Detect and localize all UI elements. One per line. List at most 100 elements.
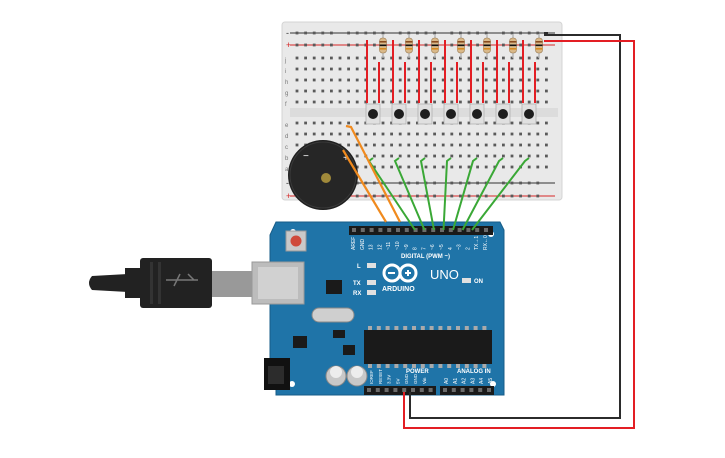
resistor-band bbox=[535, 44, 543, 47]
rail-hole bbox=[476, 181, 479, 185]
hole bbox=[502, 89, 505, 93]
hole bbox=[373, 165, 376, 169]
arduino-uno-board[interactable]: L TX RX ON UNO ARDUINO DIGITAL (PWM ~) A… bbox=[89, 221, 505, 396]
hole bbox=[321, 100, 325, 104]
rail-hole bbox=[467, 43, 471, 47]
hole bbox=[484, 89, 488, 93]
board-brand: ARDUINO bbox=[382, 286, 415, 293]
chip-pin bbox=[438, 364, 443, 368]
hole bbox=[355, 143, 359, 147]
rail-hole bbox=[355, 43, 359, 47]
hole bbox=[424, 132, 428, 136]
hole bbox=[545, 100, 548, 104]
rail-hole bbox=[304, 43, 307, 47]
capacitor-top bbox=[330, 366, 342, 378]
analog-label: ANALOG IN bbox=[457, 369, 491, 375]
hole bbox=[347, 143, 350, 147]
hole bbox=[407, 165, 411, 169]
rail-hole bbox=[398, 31, 402, 35]
hole bbox=[433, 121, 436, 125]
resistor-band bbox=[509, 48, 517, 50]
hole bbox=[390, 56, 393, 60]
chip-pin bbox=[464, 364, 469, 368]
analog-header[interactable] bbox=[440, 386, 494, 395]
hole bbox=[347, 89, 350, 93]
hole bbox=[355, 154, 359, 158]
hole bbox=[424, 78, 428, 82]
header-pin bbox=[402, 388, 407, 392]
rail-hole bbox=[416, 43, 419, 47]
hole bbox=[450, 89, 454, 93]
hole bbox=[398, 132, 402, 136]
rail-hole bbox=[459, 31, 462, 35]
piezo-buzzer[interactable]: − + bbox=[288, 140, 358, 210]
chip-pin bbox=[447, 326, 452, 330]
hole bbox=[364, 56, 368, 60]
hole bbox=[390, 165, 393, 169]
hole bbox=[484, 154, 488, 158]
hole bbox=[476, 100, 479, 104]
hole bbox=[424, 67, 428, 71]
led-rx-label: RX bbox=[353, 291, 361, 297]
hole bbox=[364, 132, 368, 136]
hole bbox=[407, 67, 411, 71]
hole bbox=[381, 100, 385, 104]
resistor-band bbox=[509, 44, 517, 47]
hole bbox=[321, 78, 325, 82]
hole bbox=[373, 143, 376, 147]
chip-pin bbox=[412, 326, 416, 330]
hole bbox=[502, 165, 505, 169]
hole bbox=[381, 78, 385, 82]
header-pin bbox=[457, 228, 462, 232]
hole bbox=[321, 56, 325, 60]
hole bbox=[450, 132, 454, 136]
hole bbox=[390, 67, 393, 71]
rail-hole bbox=[519, 43, 522, 47]
hole bbox=[424, 165, 428, 169]
power-jack[interactable] bbox=[264, 358, 290, 390]
hole bbox=[338, 100, 342, 104]
digital-header[interactable] bbox=[349, 226, 493, 235]
push-button-group bbox=[365, 103, 537, 125]
header-pin bbox=[466, 228, 471, 232]
header-pin bbox=[411, 388, 415, 392]
header-pin bbox=[478, 388, 483, 392]
hole bbox=[295, 56, 299, 60]
power-header[interactable] bbox=[364, 386, 436, 395]
hole bbox=[398, 143, 402, 147]
hole bbox=[295, 78, 299, 82]
chip-pin bbox=[385, 364, 390, 368]
rail-hole bbox=[484, 194, 488, 198]
hole bbox=[347, 56, 350, 60]
chip-pin bbox=[394, 364, 399, 368]
hole bbox=[476, 165, 479, 169]
power-pin-label: IOREF bbox=[369, 370, 374, 384]
crystal-oscillator bbox=[311, 307, 355, 323]
hole bbox=[476, 132, 479, 136]
hole bbox=[536, 121, 540, 125]
hole bbox=[476, 154, 479, 158]
rail-hole bbox=[536, 181, 540, 185]
hole bbox=[295, 132, 299, 136]
hole bbox=[493, 78, 497, 82]
hole bbox=[467, 100, 471, 104]
hole bbox=[484, 56, 488, 60]
rail-hole bbox=[407, 181, 411, 185]
hole bbox=[407, 89, 411, 93]
hole bbox=[527, 67, 531, 71]
hole bbox=[381, 132, 385, 136]
hole bbox=[527, 56, 531, 60]
green-wire bbox=[471, 157, 530, 231]
rail-hole bbox=[416, 31, 419, 35]
hole bbox=[312, 56, 316, 60]
hole bbox=[390, 132, 393, 136]
rail-hole bbox=[355, 31, 359, 35]
push-button bbox=[498, 109, 508, 119]
reset-button[interactable] bbox=[285, 230, 307, 252]
hole bbox=[433, 132, 436, 136]
hole bbox=[330, 121, 333, 125]
header-pin bbox=[352, 228, 356, 232]
hole bbox=[304, 78, 307, 82]
hole bbox=[545, 165, 548, 169]
usb-cable[interactable] bbox=[89, 258, 305, 308]
